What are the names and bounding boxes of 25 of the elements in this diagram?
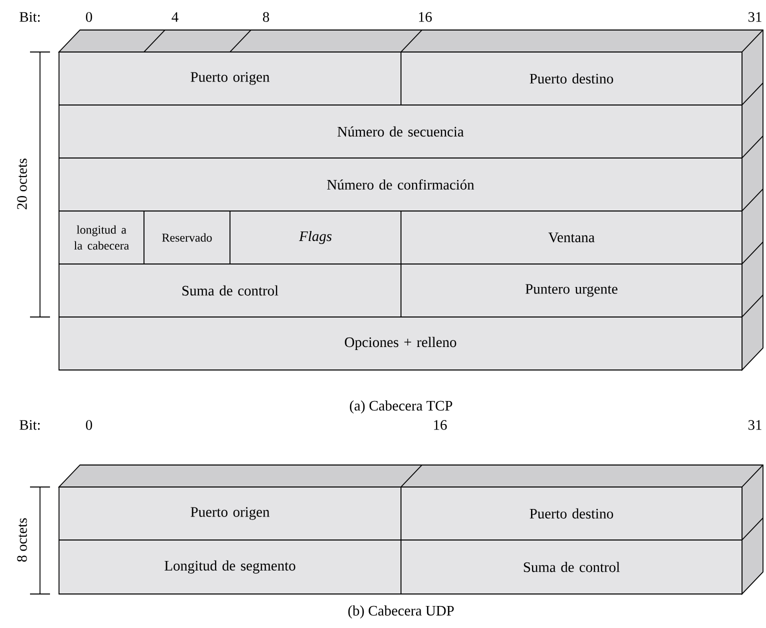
field-box: Suma de control	[400, 540, 742, 594]
bit-label: Bit:	[20, 420, 40, 430]
field-box: Flags	[230, 210, 402, 264]
field-box: longitud a la cabecera	[58, 210, 144, 264]
bit-label: 31	[748, 420, 762, 430]
field-box: Ventana	[400, 210, 742, 264]
bit-label: 16	[419, 12, 432, 22]
size-label: 20 octets	[17, 158, 27, 210]
bit-label: 8	[262, 12, 270, 22]
figure-caption: (a) Cabecera TCP	[350, 400, 452, 414]
field-box: Puntero urgente	[400, 264, 742, 318]
field-box: Longitud de segmento	[58, 540, 402, 594]
figure-caption: (b) Cabecera UDP	[348, 605, 454, 619]
field-box: Puerto origen	[58, 52, 402, 106]
bit-label: Bit:	[20, 12, 40, 22]
field-box: Puerto destino	[400, 486, 742, 540]
bit-label: 0	[86, 12, 92, 22]
size-label: 8 octets	[17, 518, 27, 562]
bit-label: 31	[748, 12, 762, 22]
field-box: Puerto destino	[400, 52, 742, 106]
field-box: Puerto origen	[58, 486, 402, 540]
bit-label: 4	[172, 12, 178, 22]
field-box: Reservado	[144, 210, 230, 264]
bit-label: 0	[86, 420, 92, 430]
bit-label: 16	[434, 420, 447, 430]
